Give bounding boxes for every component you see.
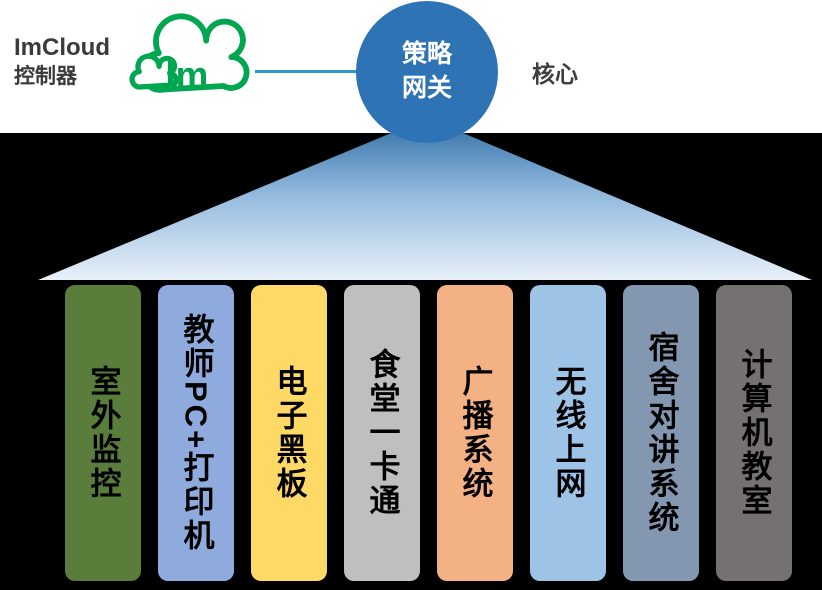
cloud-icon: lm [129, 13, 250, 96]
pillar-label: 教师PC+打印机 [178, 312, 214, 554]
cloud-icon-text: lm [165, 55, 208, 96]
controller-label: ImCloud 控制器 [14, 34, 110, 90]
pillar: 广播系统 [437, 285, 513, 581]
pillar-label: 无线上网 [550, 365, 586, 501]
pillar: 电子黑板 [251, 285, 327, 581]
pillar-label: 电子黑板 [271, 365, 307, 501]
pillar-label: 食堂一卡通 [364, 348, 400, 518]
pillar: 教师PC+打印机 [158, 285, 234, 581]
pillar: 食堂一卡通 [344, 285, 420, 581]
pillar: 计算机教室 [716, 285, 792, 581]
core-label: 核心 [532, 61, 578, 87]
connector-line [255, 70, 359, 73]
controller-label-line2: 控制器 [14, 64, 77, 88]
pillar-label: 宿舍对讲系统 [643, 331, 679, 535]
pillar: 室外监控 [65, 285, 141, 581]
pillar-label: 室外监控 [85, 365, 121, 501]
gateway-label: 策略网关 [401, 40, 452, 102]
pillar-row: 室外监控 教师PC+打印机 电子黑板 食堂一卡通 广播系统 无线上网 宿舍对讲系统 计算机教室 [65, 285, 792, 581]
controller-label-line1: ImCloud [14, 34, 110, 61]
pillar: 无线上网 [530, 285, 606, 581]
small-cloud-shape [129, 53, 179, 90]
pillar: 宿舍对讲系统 [623, 285, 699, 581]
pillar-label: 计算机教室 [736, 348, 772, 518]
pillar-label: 广播系统 [457, 365, 493, 501]
gateway-node: 策略网关 [356, 1, 498, 143]
